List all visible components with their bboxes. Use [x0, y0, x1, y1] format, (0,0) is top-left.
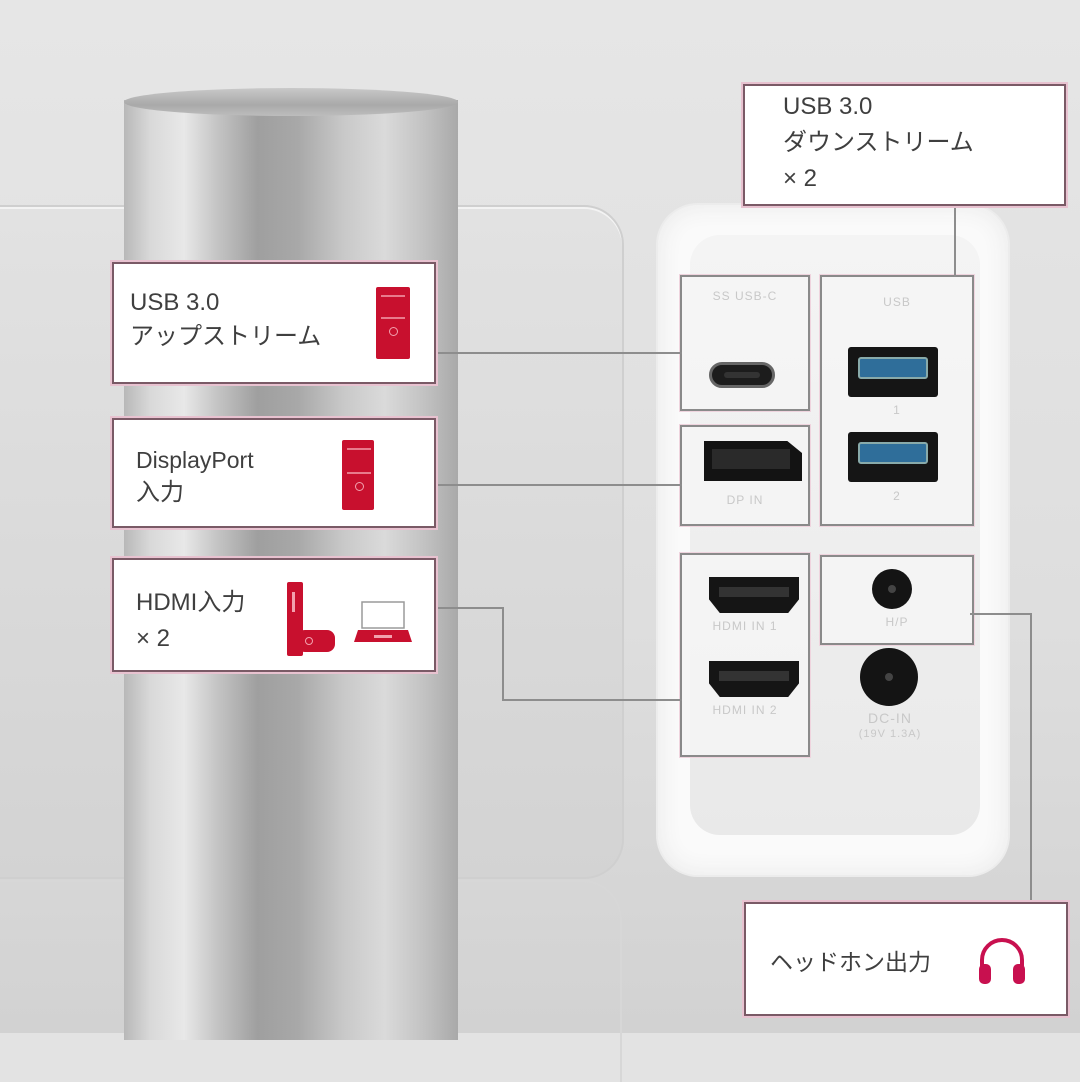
callout-headphone-label: ヘッドホン出力 — [770, 949, 931, 975]
callout-headphone: ヘッドホン出力 — [744, 902, 1068, 1016]
usb-a-port-2 — [848, 432, 938, 482]
pc-tower-icon — [376, 287, 410, 359]
usb-c-port-box: SS USB-C — [680, 275, 810, 411]
callout-usb-downstream-line2: ダウンストリーム — [783, 129, 974, 156]
displayport-port-label: DP IN — [726, 493, 764, 507]
connector-line-hdmi-h1 — [434, 607, 504, 609]
hdmi-port-1 — [709, 577, 799, 613]
callout-usb-downstream-line3: × 2 — [783, 165, 818, 192]
callout-usb-downstream: USB 3.0 ダウンストリーム × 2 — [743, 84, 1066, 206]
dc-in-label: DC-IN — [868, 710, 912, 726]
usb-a-port-number-2: 2 — [893, 489, 901, 503]
connector-line-usb-downstream — [954, 205, 956, 277]
connector-line-headphone-v — [1030, 613, 1032, 903]
displayport-port-box: DP IN — [680, 425, 810, 526]
pc-tower-icon — [342, 440, 374, 510]
monitor-stand-top — [124, 88, 458, 116]
callout-usb-upstream-line1: USB 3.0 — [130, 289, 220, 316]
usb-a-port-label: USB — [883, 295, 911, 309]
headphone-port-label: H/P — [885, 615, 909, 629]
headphone-jack — [872, 569, 912, 609]
dc-in-jack — [860, 648, 918, 706]
usb-c-port-label: SS USB-C — [712, 289, 778, 303]
callout-hdmi-line2: × 2 — [136, 625, 171, 652]
game-console-icon — [287, 582, 337, 656]
headphones-icon — [979, 938, 1025, 984]
connector-line-headphone-h — [970, 613, 1032, 615]
laptop-icon — [354, 601, 412, 642]
usb-c-port — [709, 362, 775, 388]
hdmi-port-2 — [709, 661, 799, 697]
headphone-port-box: H/P — [820, 555, 974, 645]
usb-a-port-number-1: 1 — [893, 403, 901, 417]
hdmi-port-box: HDMI IN 1 HDMI IN 2 — [680, 553, 810, 757]
callout-usb-upstream: USB 3.0 アップストリーム — [112, 262, 436, 384]
callout-displayport-line1: DisplayPort — [136, 447, 254, 473]
displayport-port — [704, 441, 802, 481]
connector-line-usb-upstream — [434, 352, 682, 354]
callout-usb-downstream-line1: USB 3.0 — [783, 93, 873, 120]
hdmi-port-label-2: HDMI IN 2 — [712, 703, 778, 717]
callout-hdmi: HDMI入力 × 2 — [112, 558, 436, 672]
callout-hdmi-line1: HDMI入力 — [136, 589, 246, 616]
dc-in-sublabel: (19V 1.3A) — [858, 728, 922, 740]
usb-a-port-1 — [848, 347, 938, 397]
usb-a-port-box: USB 1 2 — [820, 275, 974, 526]
connector-line-displayport — [434, 484, 682, 486]
callout-displayport-line2: 入力 — [136, 479, 184, 506]
hdmi-port-label-1: HDMI IN 1 — [712, 619, 778, 633]
callout-displayport: DisplayPort 入力 — [112, 418, 436, 528]
connector-line-hdmi-v — [502, 607, 504, 701]
connector-line-hdmi-h2 — [502, 699, 682, 701]
callout-usb-upstream-line2: アップストリーム — [130, 323, 322, 350]
